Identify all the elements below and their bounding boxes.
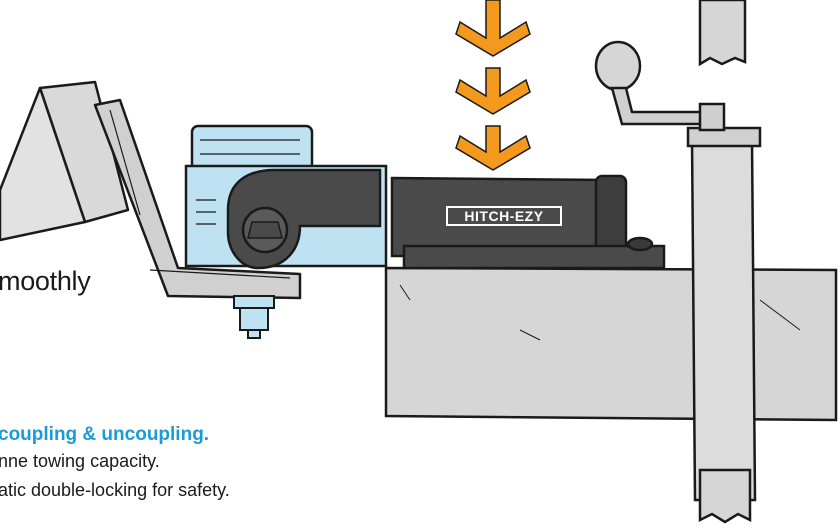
downward-force-arrows [455, 0, 531, 171]
body-text-fragment: moothly [0, 266, 91, 296]
arrow-down-icon [455, 67, 531, 115]
crank-handle [594, 40, 726, 132]
hitch-hook [226, 168, 382, 270]
arrow-down-icon [455, 125, 531, 171]
hitch-bar [390, 174, 666, 270]
vertical-post [686, 0, 762, 524]
trailer-body [384, 266, 838, 422]
brand-label: HITCH-EZY [446, 206, 562, 226]
arrow-down-icon [455, 0, 531, 57]
tow-frame [0, 80, 302, 300]
feature-line-safety: atic double-locking for safety. [0, 480, 230, 500]
feature-line-capacity: nne towing capacity. [0, 451, 160, 471]
bottom-bolt [233, 295, 275, 339]
feature-headline: coupling & uncoupling. [0, 424, 210, 445]
